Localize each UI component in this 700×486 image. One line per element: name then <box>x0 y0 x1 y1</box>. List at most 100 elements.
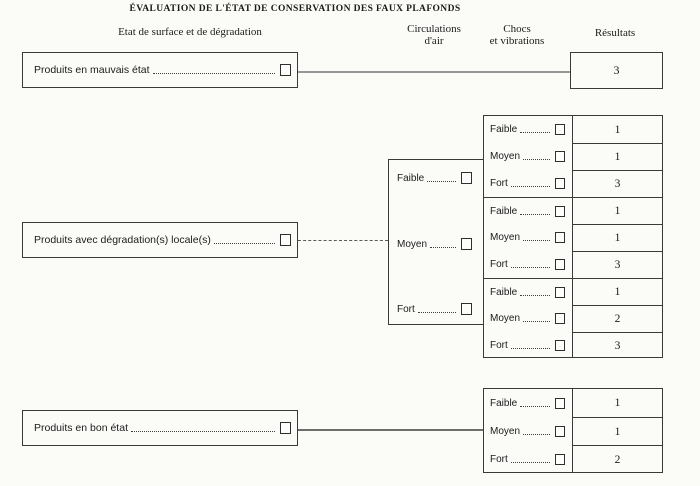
dotted-leader <box>510 461 550 463</box>
table-row: Faible 1 <box>484 116 662 143</box>
dotted-leader <box>152 72 275 74</box>
choc-g3-moyen-checkbox-icon[interactable] <box>555 313 565 324</box>
choc-bon-faible-checkbox-icon[interactable] <box>555 397 565 409</box>
result-value: 1 <box>572 116 662 143</box>
choc-cell: Moyen <box>484 224 572 251</box>
table-row: Moyen 1 <box>484 224 662 251</box>
dotted-leader <box>520 213 550 215</box>
air-level-row-faible: Faible <box>397 168 472 188</box>
result-value: 3 <box>572 170 662 197</box>
dotted-leader <box>427 180 456 182</box>
mauvais-etat-checkbox-icon[interactable] <box>280 64 291 76</box>
choc-label: Moyen <box>490 313 521 324</box>
dotted-leader <box>520 132 550 133</box>
table-row: Fort 3 <box>484 251 662 278</box>
choc-label: Faible <box>490 205 518 217</box>
choc-label: Moyen <box>490 232 521 243</box>
choc-label: Moyen <box>490 151 521 162</box>
choc-cell: Fort <box>484 170 572 197</box>
dotted-leader <box>520 405 550 407</box>
result-value: 1 <box>572 417 662 445</box>
dotted-leader <box>523 159 550 160</box>
table-row: Moyen 1 <box>484 417 662 445</box>
dotted-leader <box>213 242 275 244</box>
choc-g1-fort-checkbox-icon[interactable] <box>555 178 565 189</box>
air-moyen-checkbox-icon[interactable] <box>461 238 472 250</box>
air-faible-checkbox-icon[interactable] <box>461 172 472 184</box>
choc-cell: Faible <box>484 279 572 305</box>
choc-label: Fort <box>490 340 508 351</box>
column-header-surface: Etat de surface et de dégradation <box>118 26 262 38</box>
table-row: Fort 3 <box>484 170 662 197</box>
table-row: Fort 2 <box>484 445 662 472</box>
choc-g2-moyen-checkbox-icon[interactable] <box>555 232 565 243</box>
column-header-results: Résultats <box>594 27 636 39</box>
dotted-leader <box>130 430 275 432</box>
column-header-chocs-vibrations: Chocs et vibrations <box>475 23 559 47</box>
connector-mauvais-to-result <box>298 71 570 73</box>
degradation-checkbox-icon[interactable] <box>280 234 291 246</box>
dotted-leader <box>510 348 550 349</box>
choc-cell: Moyen <box>484 305 572 332</box>
choc-label: Faible <box>490 124 518 135</box>
dotted-leader <box>510 267 550 268</box>
result-box-mauvais: 3 <box>570 52 663 89</box>
choc-g2-fort-checkbox-icon[interactable] <box>555 259 565 270</box>
bon-etat-checkbox-icon[interactable] <box>280 422 291 434</box>
dotted-leader <box>417 311 456 313</box>
column-header-circulations-air: Circulations d'air <box>392 23 476 47</box>
choc-label: Faible <box>490 397 518 409</box>
air-level-row-moyen: Moyen <box>397 234 472 254</box>
chocs-results-table-bon-etat: Faible 1 Moyen 1 Fort 2 <box>483 388 663 473</box>
choc-label: Fort <box>490 259 508 270</box>
choc-cell: Fort <box>484 445 572 472</box>
connector-bon-to-chocs <box>298 429 483 431</box>
result-value: 3 <box>572 251 662 278</box>
air-faible-label: Faible <box>397 172 425 184</box>
choc-g3-faible-checkbox-icon[interactable] <box>555 286 565 298</box>
result-value: 1 <box>572 224 662 251</box>
result-value: 1 <box>572 279 662 305</box>
result-value: 2 <box>572 305 662 332</box>
page-title: ÉVALUATION DE L'ÉTAT DE CONSERVATION DES… <box>129 4 461 14</box>
result-value: 1 <box>572 198 662 224</box>
connector-degradation-to-air <box>298 240 388 241</box>
choc-cell: Faible <box>484 198 572 224</box>
choc-cell: Fort <box>484 332 572 357</box>
box-produits-degradation-locale: Produits avec dégradation(s) locale(s) <box>22 222 298 258</box>
choc-cell: Faible <box>484 116 572 143</box>
choc-g3-fort-checkbox-icon[interactable] <box>555 340 565 351</box>
air-fort-checkbox-icon[interactable] <box>461 303 472 315</box>
box-label-degradation: Produits avec dégradation(s) locale(s) <box>34 234 211 246</box>
choc-g1-moyen-checkbox-icon[interactable] <box>555 151 565 162</box>
box-produits-bon-etat: Produits en bon état <box>22 410 298 446</box>
column-header-chocs-line2: et vibrations <box>489 34 545 47</box>
air-fort-label: Fort <box>397 303 415 315</box>
dotted-leader <box>430 246 456 248</box>
dotted-leader <box>523 433 550 435</box>
result-value: 1 <box>572 389 662 417</box>
table-row: Faible 1 <box>484 197 662 224</box>
choc-g1-faible-checkbox-icon[interactable] <box>555 124 565 135</box>
air-moyen-label: Moyen <box>397 238 428 250</box>
air-level-row-fort: Fort <box>397 299 472 319</box>
dotted-leader <box>523 321 550 322</box>
choc-label: Faible <box>490 286 518 298</box>
box-label-mauvais-etat: Produits en mauvais état <box>34 64 150 76</box>
choc-cell: Moyen <box>484 417 572 445</box>
choc-label: Fort <box>490 453 508 465</box>
choc-cell: Faible <box>484 389 572 417</box>
choc-g2-faible-checkbox-icon[interactable] <box>555 205 565 217</box>
result-value: 1 <box>572 143 662 170</box>
column-header-air-line2: d'air <box>424 34 444 47</box>
table-row: Moyen 1 <box>484 143 662 170</box>
choc-bon-moyen-checkbox-icon[interactable] <box>555 425 565 437</box>
choc-bon-fort-checkbox-icon[interactable] <box>555 453 565 465</box>
circulations-air-box: Faible Moyen Fort <box>388 159 484 325</box>
box-label-bon-etat: Produits en bon état <box>34 422 128 434</box>
choc-cell: Fort <box>484 251 572 278</box>
chocs-results-table-degradation: Faible 1 Moyen 1 Fort 3 Faible <box>483 115 663 358</box>
column-header-air-line1: Circulations <box>407 23 461 35</box>
dotted-leader <box>523 240 550 241</box>
